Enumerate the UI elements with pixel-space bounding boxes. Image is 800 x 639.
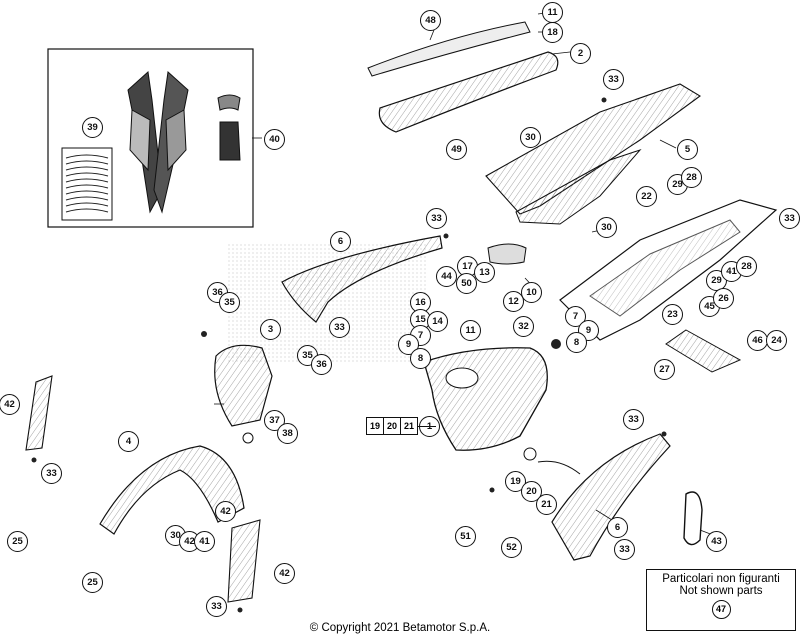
group-squares: 19 20 21 xyxy=(366,417,418,435)
callout-6[interactable]: 6 xyxy=(607,517,628,538)
callout-14[interactable]: 14 xyxy=(427,311,448,332)
callout-33[interactable]: 33 xyxy=(206,596,227,617)
callout-2[interactable]: 2 xyxy=(570,43,591,64)
callout-48[interactable]: 48 xyxy=(420,10,441,31)
group-ref[interactable]: 20 xyxy=(384,418,401,434)
not-shown-parts-note: Particolari non figuranti Not shown part… xyxy=(646,569,796,631)
callout-5[interactable]: 5 xyxy=(677,139,698,160)
callout-43[interactable]: 43 xyxy=(706,531,727,552)
group-reference-19-20-21: 19 20 21 xyxy=(366,417,436,435)
callout-42[interactable]: 42 xyxy=(215,501,236,522)
fuel-hose xyxy=(683,491,703,546)
callout-27[interactable]: 27 xyxy=(654,359,675,380)
callout-36[interactable]: 36 xyxy=(311,354,332,375)
callout-10[interactable]: 10 xyxy=(521,282,542,303)
callout-24[interactable]: 24 xyxy=(766,330,787,351)
callout-18[interactable]: 18 xyxy=(542,22,563,43)
callout-25[interactable]: 25 xyxy=(7,531,28,552)
callout-40[interactable]: 40 xyxy=(264,129,285,150)
tail-frame xyxy=(559,199,778,341)
callout-33[interactable]: 33 xyxy=(614,539,635,560)
callout-32[interactable]: 32 xyxy=(513,316,534,337)
radiator-scoop-left xyxy=(281,235,443,323)
radiator-scoop-right xyxy=(551,433,671,561)
callout-38[interactable]: 38 xyxy=(277,423,298,444)
callout-33[interactable]: 33 xyxy=(41,463,62,484)
callout-47[interactable]: 47 xyxy=(711,600,731,619)
fork-guard-right xyxy=(227,519,261,603)
callout-33[interactable]: 33 xyxy=(603,69,624,90)
callout-6[interactable]: 6 xyxy=(330,231,351,252)
callout-8[interactable]: 8 xyxy=(410,348,431,369)
note-english: Not shown parts xyxy=(679,585,763,597)
callout-1[interactable]: 1 xyxy=(419,416,440,437)
callout-41[interactable]: 41 xyxy=(194,531,215,552)
number-plate xyxy=(214,344,273,427)
group-ref[interactable]: 19 xyxy=(367,418,384,434)
group-ref[interactable]: 21 xyxy=(403,421,414,431)
tail-frame-inner xyxy=(589,219,741,317)
seat-cover xyxy=(367,21,531,77)
callout-49[interactable]: 49 xyxy=(446,139,467,160)
license-bracket xyxy=(665,329,742,373)
callout-50[interactable]: 50 xyxy=(456,273,477,294)
callout-28[interactable]: 28 xyxy=(736,256,757,277)
fork-guard-left xyxy=(25,375,53,451)
fuel-cap-cover xyxy=(487,243,527,265)
callout-26[interactable]: 26 xyxy=(713,288,734,309)
callout-35[interactable]: 35 xyxy=(219,292,240,313)
callout-4[interactable]: 4 xyxy=(118,431,139,452)
callout-33[interactable]: 33 xyxy=(329,317,350,338)
callout-33[interactable]: 33 xyxy=(426,208,447,229)
fasteners xyxy=(31,97,667,613)
callout-33[interactable]: 33 xyxy=(779,208,800,229)
callout-30[interactable]: 30 xyxy=(520,127,541,148)
callout-23[interactable]: 23 xyxy=(662,304,683,325)
side-panel-left xyxy=(515,148,642,225)
callout-44[interactable]: 44 xyxy=(436,266,457,287)
callout-52[interactable]: 52 xyxy=(501,537,522,558)
fuel-line xyxy=(537,460,581,475)
callout-25[interactable]: 25 xyxy=(82,572,103,593)
group-leader xyxy=(418,425,436,427)
note-italian: Particolari non figuranti xyxy=(662,573,780,585)
callout-39[interactable]: 39 xyxy=(82,117,103,138)
callout-46[interactable]: 46 xyxy=(747,330,768,351)
callout-13[interactable]: 13 xyxy=(474,262,495,283)
callout-12[interactable]: 12 xyxy=(503,291,524,312)
callout-51[interactable]: 51 xyxy=(455,526,476,547)
callout-42[interactable]: 42 xyxy=(274,563,295,584)
callout-8[interactable]: 8 xyxy=(566,332,587,353)
callout-33[interactable]: 33 xyxy=(623,409,644,430)
tank-pump-flange xyxy=(445,367,479,389)
seat xyxy=(378,51,559,133)
callout-11[interactable]: 11 xyxy=(542,2,563,23)
callout-21[interactable]: 21 xyxy=(536,494,557,515)
decal-graphics xyxy=(127,71,241,214)
callout-11[interactable]: 11 xyxy=(460,320,481,341)
callout-3[interactable]: 3 xyxy=(260,319,281,340)
rim-stickers xyxy=(65,154,109,213)
callout-20[interactable]: 20 xyxy=(521,481,542,502)
fuel-tank xyxy=(423,347,548,451)
callout-42[interactable]: 42 xyxy=(0,394,20,415)
callout-22[interactable]: 22 xyxy=(636,186,657,207)
callout-28[interactable]: 28 xyxy=(681,167,702,188)
rim-sticker-sheet xyxy=(61,147,113,221)
copyright-text: © Copyright 2021 Betamotor S.p.A. xyxy=(309,622,491,634)
front-fender xyxy=(99,445,245,535)
callout-30[interactable]: 30 xyxy=(596,217,617,238)
